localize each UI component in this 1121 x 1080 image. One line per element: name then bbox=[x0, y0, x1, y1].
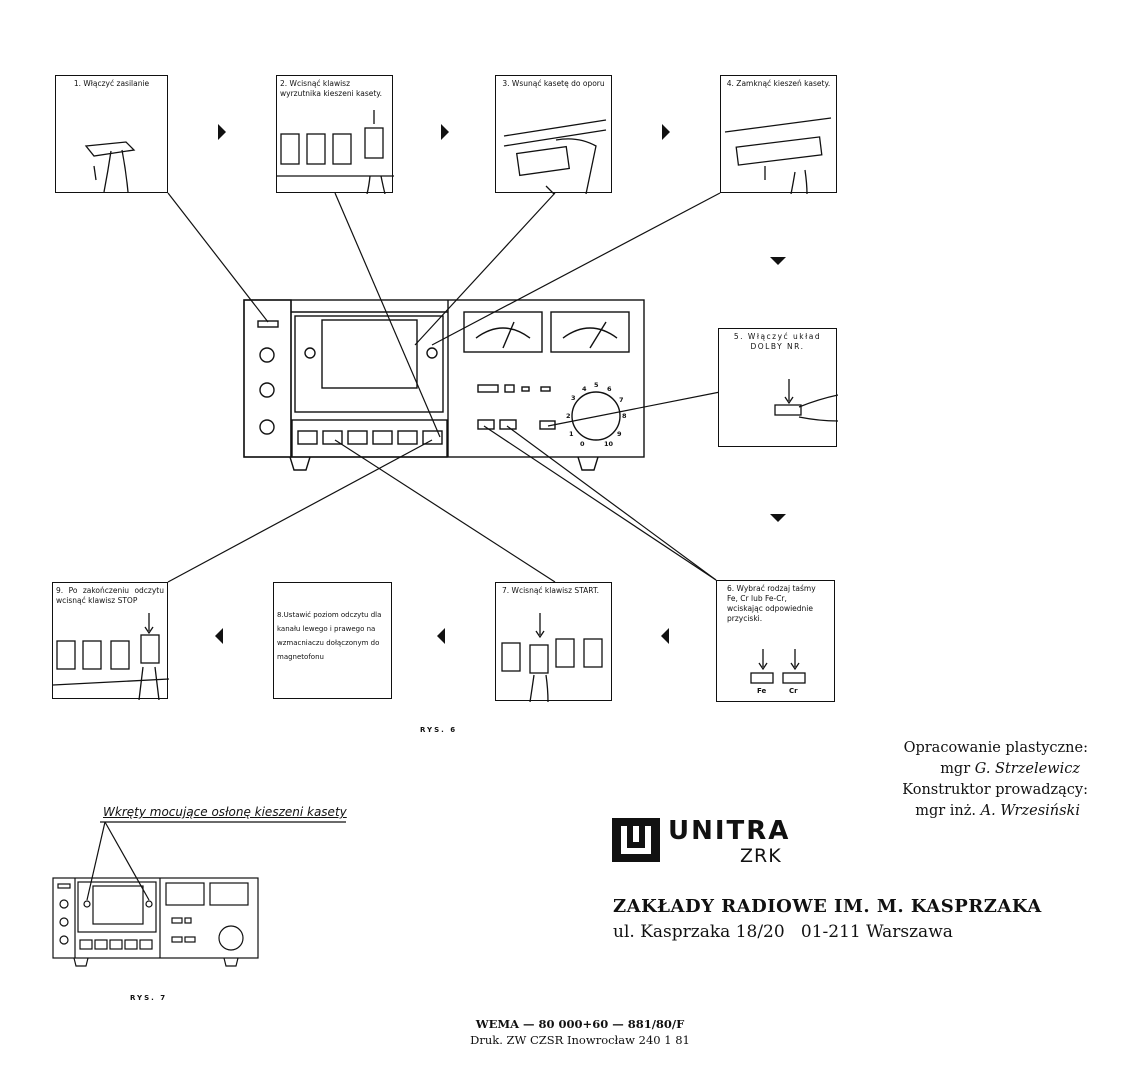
step-3-caption: 3. Wsunąć kasetę do oporu bbox=[502, 79, 605, 88]
step-2-caption: 2. Wcisnąć klawisz wyrzutnika kieszeni k… bbox=[280, 79, 383, 98]
zrk-text: ZRK bbox=[740, 845, 782, 867]
step-9-caption: 9. Po zakończeniu odczytu wcisnąć klawis… bbox=[56, 586, 164, 605]
print-footer: WEMA — 80 000+60 — 881/80/F Druk. ZW CZS… bbox=[380, 1016, 780, 1048]
dial-number-1: 1 bbox=[569, 430, 574, 438]
close-cassette-pocket-illustration bbox=[724, 117, 832, 194]
arrow-right-icon bbox=[441, 124, 449, 140]
dial-number-8: 8 bbox=[622, 412, 627, 420]
step-1-box: 1. Włączyć zasilanie bbox=[55, 75, 168, 193]
unitra-logo-icon bbox=[612, 818, 660, 862]
footer-line-1: WEMA — 80 000+60 — 881/80/F bbox=[475, 1017, 685, 1031]
insert-cassette-illustration bbox=[503, 119, 607, 194]
arrow-left-icon bbox=[437, 628, 445, 644]
arrow-right-icon bbox=[218, 124, 226, 140]
tape-button-cr-label: Cr bbox=[789, 687, 798, 695]
cassette-deck-front-panel bbox=[243, 299, 645, 471]
dial-number-0: 0 bbox=[580, 440, 585, 448]
arrow-left-icon bbox=[661, 628, 669, 644]
dial-number-7: 7 bbox=[619, 396, 624, 404]
step-1-caption: 1. Włączyć zasilanie bbox=[73, 79, 150, 88]
dial-number-6: 6 bbox=[607, 385, 612, 393]
arrow-right-icon bbox=[662, 124, 670, 140]
leader-line-step3 bbox=[414, 192, 556, 346]
dial-number-9: 9 bbox=[617, 430, 622, 438]
company-name: ZAKŁADY RADIOWE IM. M. KASPRZAKA bbox=[613, 896, 1042, 917]
step-4-box: 4. Zamknąć kieszeń kasety. bbox=[720, 75, 837, 194]
leader-line-step6b bbox=[506, 425, 717, 581]
power-switch-hand-illustration bbox=[84, 141, 136, 193]
leader-line-step1 bbox=[167, 192, 269, 323]
figure-7-label: RYS. 7 bbox=[130, 994, 168, 1002]
tape-button-fe-label: Fe bbox=[757, 687, 767, 695]
step-9-box: 9. Po zakończeniu odczytu wcisnąć klawis… bbox=[52, 582, 169, 700]
design-credit-person: mgr G. Strzelewicz bbox=[940, 761, 1080, 777]
step-7-caption: 7. Wcisnąć klawisz START. bbox=[502, 586, 600, 595]
step-8-caption: 8.Ustawić poziom odczytu dla kanału lewe… bbox=[277, 611, 382, 661]
stop-button-hand-illustration bbox=[53, 613, 169, 700]
leader-line-step5 bbox=[547, 391, 721, 427]
start-button-hand-illustration bbox=[501, 613, 603, 702]
dolby-button-hand-illustration bbox=[774, 379, 838, 422]
small-cassette-deck bbox=[52, 821, 346, 967]
dial-number-5: 5 bbox=[594, 381, 599, 389]
arrow-down-icon bbox=[770, 257, 786, 265]
step-5-caption: 5. Włączyć układ DOLBY NR. bbox=[733, 332, 822, 351]
leader-line-step6a bbox=[483, 425, 717, 581]
footer-line-2: Druk. ZW CZSR Inowrocław 240 1 81 bbox=[470, 1033, 690, 1047]
company-address: ul. Kasprzaka 18/20 01-211 Warszawa bbox=[613, 922, 953, 942]
unitra-brand-text: UNITRA bbox=[668, 816, 791, 846]
screws-caption: Wkręty mocujące osłonę kieszeni kasety bbox=[103, 805, 347, 819]
leader-line-step9 bbox=[167, 439, 433, 583]
step-2-box: 2. Wcisnąć klawisz wyrzutnika kieszeni k… bbox=[276, 75, 394, 194]
leader-line-step2 bbox=[334, 192, 441, 438]
step-6-caption: 6. Wybrać rodzaj taśmy Fe, Cr lub Fe-Cr,… bbox=[727, 584, 816, 623]
engineer-credit-person: mgr inż. A. Wrzesiński bbox=[915, 803, 1080, 819]
step-7-box: 7. Wcisnąć klawisz START. bbox=[495, 582, 612, 702]
engineer-credit-title: Konstruktor prowadzący: bbox=[902, 782, 1088, 798]
step-5-box: 5. Włączyć układ DOLBY NR. bbox=[718, 328, 838, 447]
dial-number-10: 10 bbox=[604, 440, 614, 448]
dial-number-3: 3 bbox=[571, 394, 576, 402]
figure-6-label: RYS. 6 bbox=[420, 726, 458, 734]
dial-number-2: 2 bbox=[566, 412, 571, 420]
step-8-box: 8.Ustawić poziom odczytu dla kanału lewe… bbox=[273, 582, 392, 699]
tape-type-buttons-illustration bbox=[750, 649, 806, 684]
step-4-caption: 4. Zamknąć kieszeń kasety. bbox=[726, 79, 831, 88]
design-credit-title: Opracowanie plastyczne: bbox=[903, 740, 1088, 756]
dial-number-4: 4 bbox=[582, 385, 587, 393]
step-6-box: 6. Wybrać rodzaj taśmy Fe, Cr lub Fe-Cr,… bbox=[716, 580, 835, 702]
arrow-left-icon bbox=[215, 628, 223, 644]
eject-button-hand-illustration bbox=[277, 110, 394, 194]
step-3-box: 3. Wsunąć kasetę do oporu bbox=[495, 75, 612, 194]
unitra-logo: UNITRA ZRK bbox=[612, 816, 812, 868]
leader-line-step7 bbox=[334, 439, 556, 583]
arrow-down-icon bbox=[770, 514, 786, 522]
credits-block: Opracowanie plastyczne: mgr G. Strzelewi… bbox=[840, 738, 1088, 822]
leader-line-step4 bbox=[431, 192, 721, 346]
